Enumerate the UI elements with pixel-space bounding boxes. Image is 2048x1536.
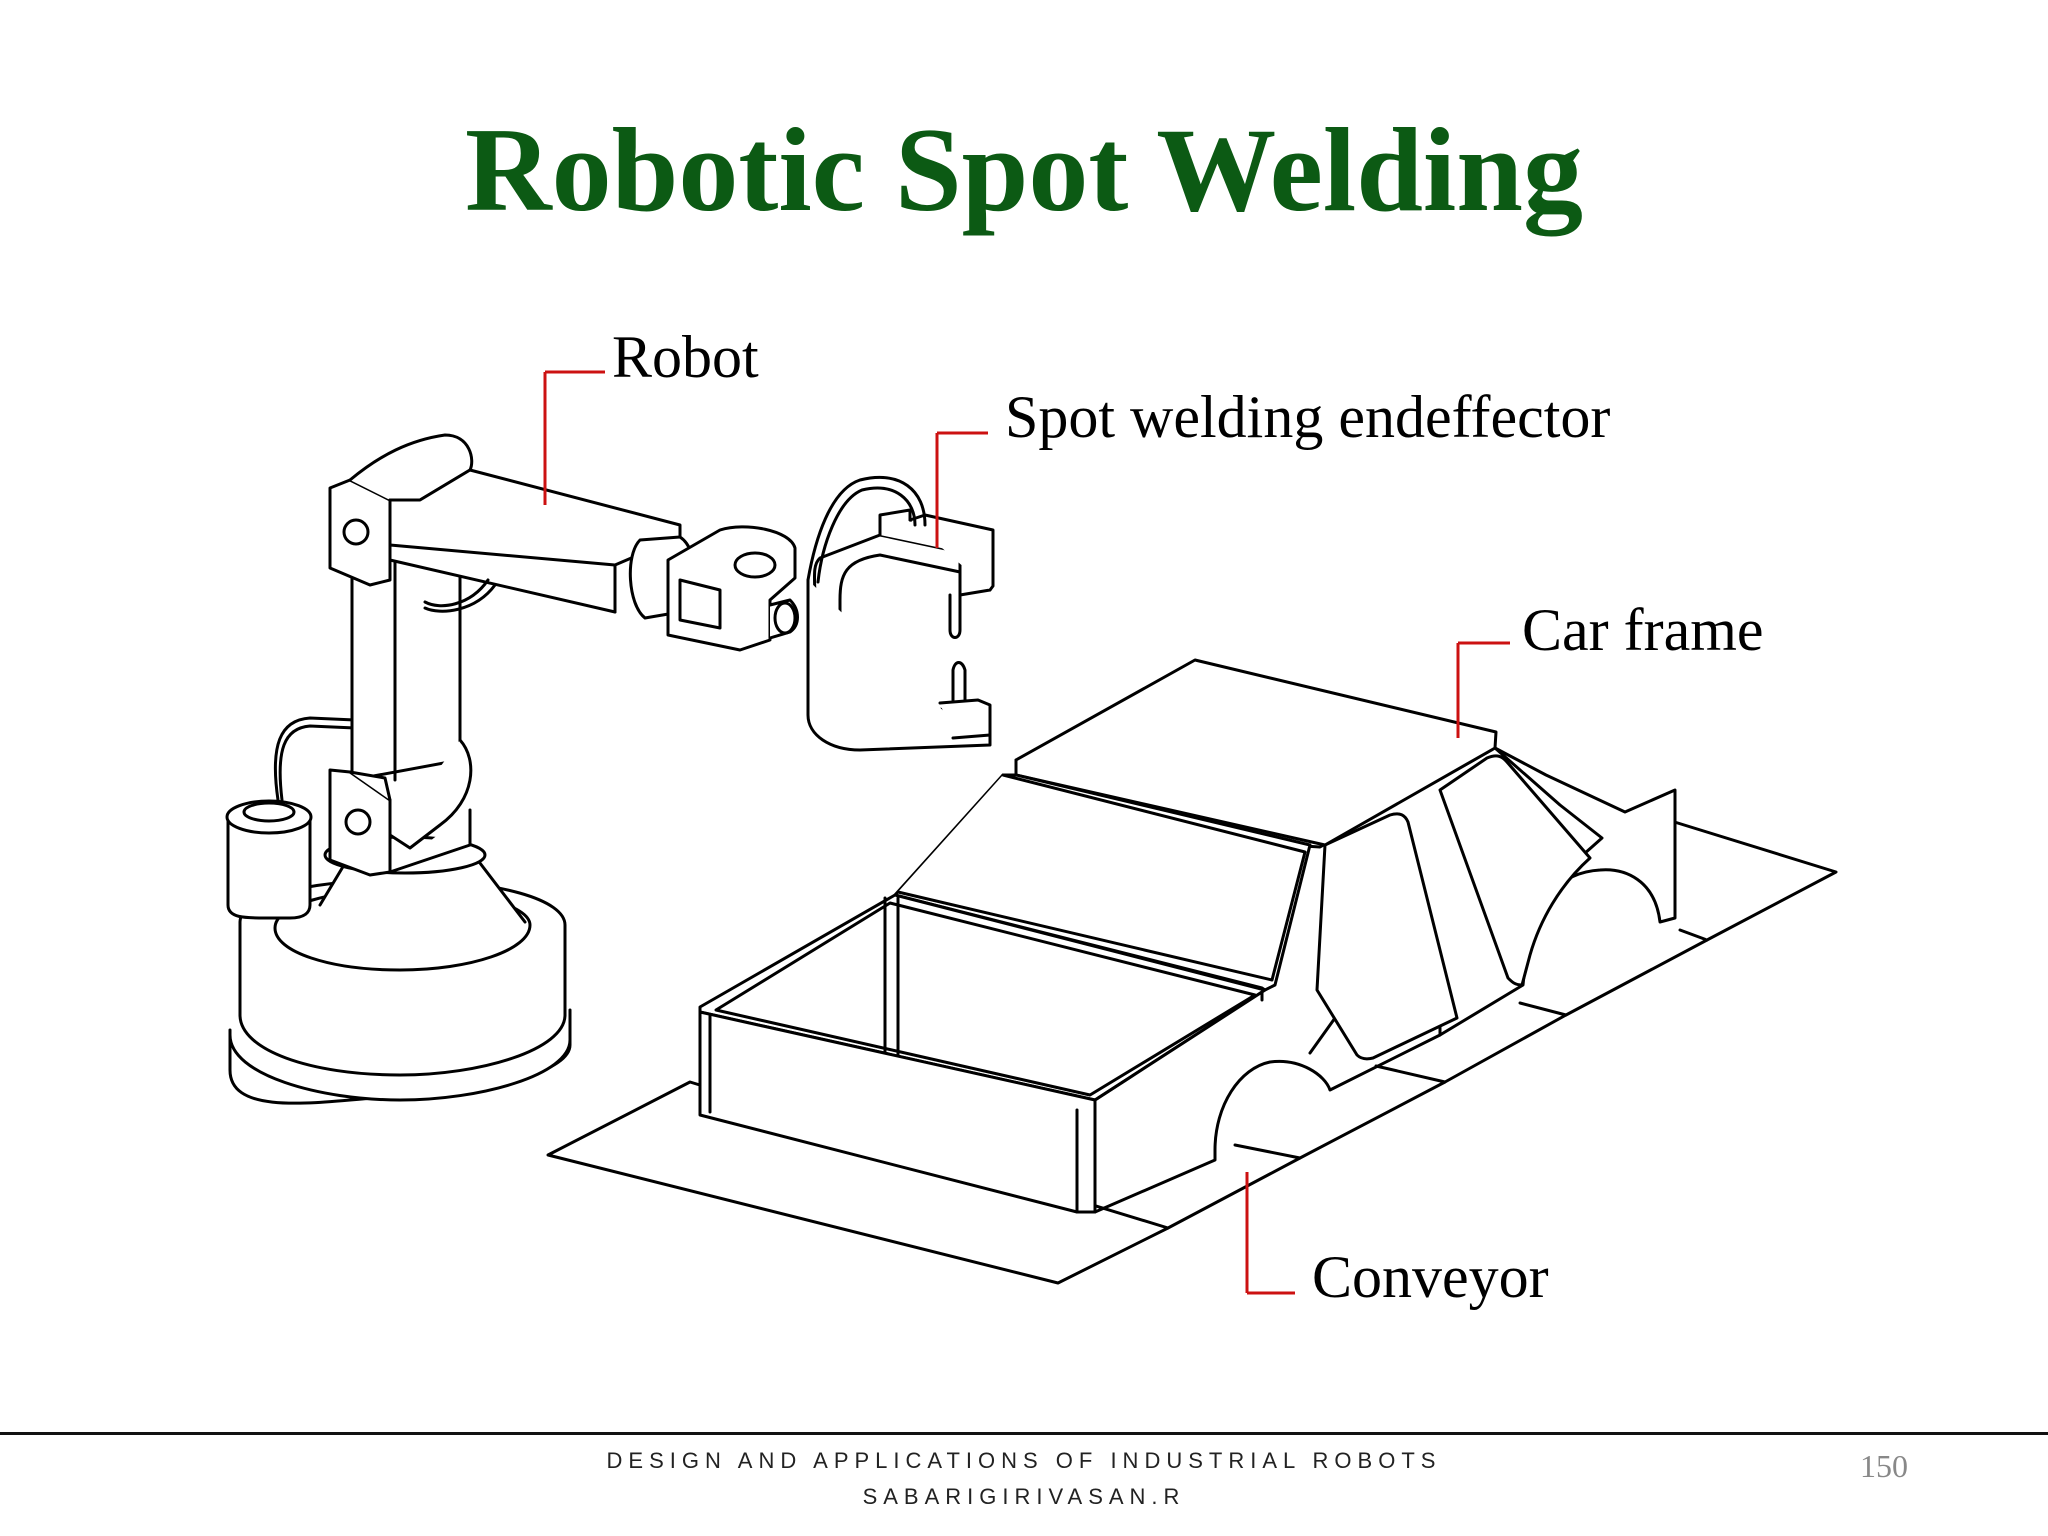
- slide-title: Robotic Spot Welding: [464, 103, 1584, 236]
- end-effector-label: Spot welding endeffector: [1005, 384, 1611, 450]
- car-frame-label: Car frame: [1522, 597, 1764, 663]
- footer-course: DESIGN AND APPLICATIONS OF INDUSTRIAL RO…: [606, 1448, 1442, 1473]
- footer-author: SABARIGIRIVASAN.R: [862, 1484, 1186, 1509]
- conveyor-drawing: [546, 818, 1838, 1285]
- car-frame-drawing: [698, 658, 1677, 1214]
- conveyor-label: Conveyor: [1312, 1244, 1549, 1310]
- robot-drawing: [225, 433, 799, 1105]
- end-effector-drawing: [806, 475, 995, 752]
- page-number: 150: [1860, 1448, 1908, 1484]
- robot-label: Robot: [612, 324, 759, 390]
- footer-divider: [0, 1432, 2048, 1435]
